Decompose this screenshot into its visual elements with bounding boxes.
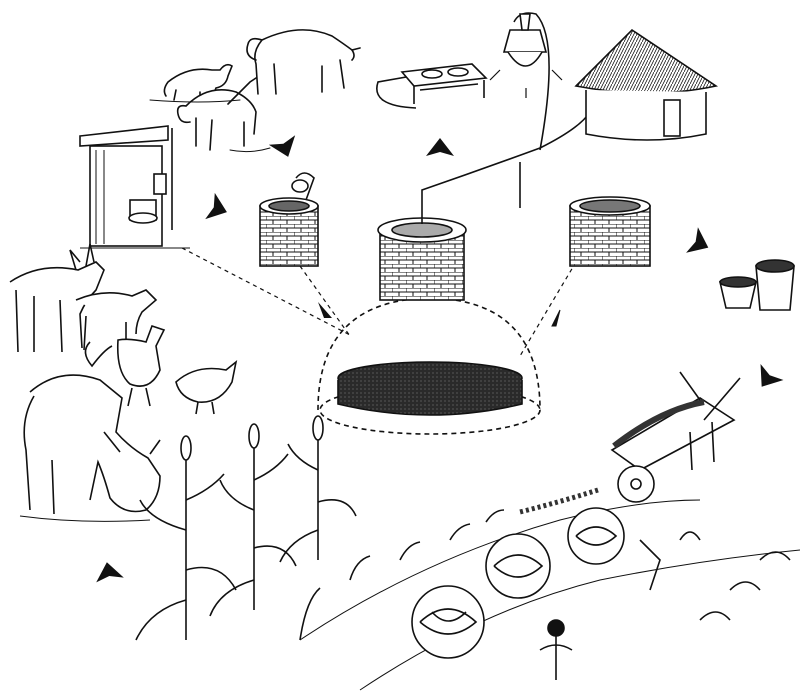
maize-plant-icon — [209, 423, 297, 617]
donkey-goat-rooster-hen-icon — [9, 243, 238, 415]
digester — [181, 217, 577, 435]
hut — [519, 28, 719, 208]
outflow-arrow — [551, 309, 561, 327]
gas-flow-arrow — [426, 138, 454, 156]
gas-lamp-icon — [489, 13, 563, 98]
maize-plant-icon — [279, 415, 357, 563]
brick-outlet-tank-icon — [569, 196, 651, 267]
outlet-flow-arrow — [686, 227, 715, 261]
latrine — [79, 125, 190, 249]
wheelbarrow — [519, 371, 741, 515]
dome-digester-icon — [317, 217, 541, 435]
bucket-to-barrow-arrow — [750, 363, 784, 395]
maize-plant-icon — [135, 435, 237, 641]
pipe-icon — [421, 111, 591, 224]
inflow-arrow — [318, 302, 332, 318]
grazing-cow-icon — [19, 374, 161, 522]
cow-icon — [176, 77, 257, 151]
wheelbarrow-icon — [519, 371, 741, 515]
buckets — [718, 259, 795, 311]
vegetable-garden — [299, 499, 800, 691]
feed-inlet — [259, 172, 319, 267]
crops-to-livestock-arrow — [93, 559, 124, 583]
maize-crop — [135, 415, 357, 641]
stove — [400, 63, 488, 104]
thatched-hut-icon — [519, 28, 719, 208]
lamp — [489, 13, 563, 98]
gas-pipe — [376, 12, 591, 224]
cow-icon — [163, 63, 233, 103]
cattle-herd — [149, 29, 361, 153]
outlet-tank — [569, 196, 651, 267]
cabbage-garden-icon — [299, 507, 791, 680]
grazing-cow — [19, 374, 161, 522]
manure-flow-arrow — [268, 135, 302, 162]
cow-icon — [246, 29, 361, 95]
latrine-flow-arrow — [205, 192, 232, 226]
gas-stove-icon — [400, 63, 488, 104]
livestock-group — [9, 243, 238, 415]
brick-inlet-tank-icon — [259, 172, 319, 267]
slurry-bucket-icon — [718, 259, 795, 311]
outhouse-icon — [79, 125, 190, 249]
